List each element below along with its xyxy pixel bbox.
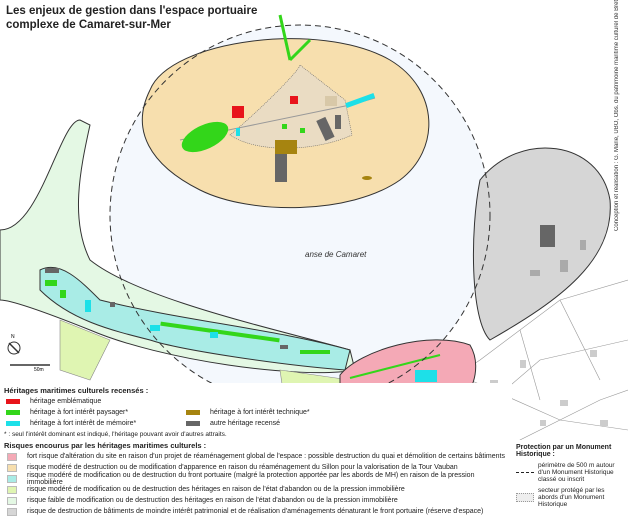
legend-item: héritage à fort intérêt paysager* xyxy=(4,407,184,418)
legend-item: héritage à fort intérêt technique* xyxy=(184,407,364,418)
heritage-heading: Héritages maritimes culturels recensés : xyxy=(4,386,149,395)
legend-item: héritage emblématique xyxy=(4,396,508,407)
heritage-note: * : seul l'intérêt dominant est indiqué,… xyxy=(4,431,227,438)
heritage-jetty xyxy=(278,14,312,62)
legend-item: périmètre de 500 m autour d'un Monument … xyxy=(516,462,624,483)
water-label: anse de Camaret xyxy=(305,250,367,259)
legend: Héritages maritimes culturels recensés :… xyxy=(0,383,512,516)
heritage-landscape xyxy=(181,121,229,153)
north-label: N xyxy=(11,334,15,340)
mh-perimeter xyxy=(109,24,491,406)
legend-item: risque modéré de modification ou de dest… xyxy=(4,472,508,486)
legend-item: risque faible de modification ou de dest… xyxy=(4,495,508,506)
risk-zone-moderate-left xyxy=(59,319,111,381)
scale-label: 50m xyxy=(34,367,44,373)
legend-item: héritage à fort intérêt de mémoire* xyxy=(4,418,184,429)
risks-heading: Risques encourus par les héritages marit… xyxy=(4,441,207,450)
legend-item: autre héritage recensé xyxy=(184,418,364,429)
legend-item: fort risque d'altération du site en rais… xyxy=(4,451,508,462)
protection-legend: Protection par un Monument Historique : … xyxy=(512,440,628,512)
legend-item: risque modéré de destruction ou de modif… xyxy=(4,462,508,473)
north-arrow-icon xyxy=(7,341,21,355)
legend-item: risque modéré de modification ou de dest… xyxy=(4,484,508,495)
legend-item: secteur protégé par les abords d'un Monu… xyxy=(516,487,624,508)
map-title: Les enjeux de gestion dans l'espace port… xyxy=(6,5,258,31)
credit: Conception et réalisation : G. Marie, UB… xyxy=(614,0,620,231)
